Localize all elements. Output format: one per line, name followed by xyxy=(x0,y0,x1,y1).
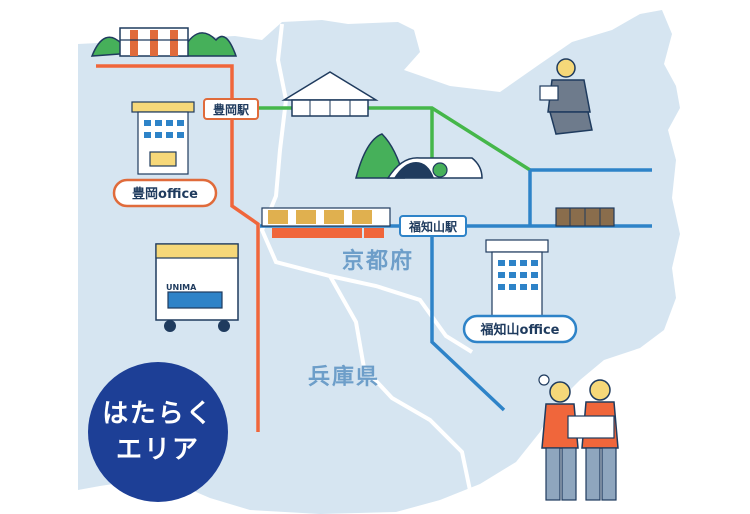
badge-line-2: エリア xyxy=(116,435,200,465)
region-label-hyogo: 兵庫県 xyxy=(308,364,380,390)
prefecture-border xyxy=(259,23,474,354)
rail-blue-2 xyxy=(430,226,506,412)
work-area-badge: はたらく エリア xyxy=(88,362,228,502)
truck-logo-text: UNIMA xyxy=(166,283,197,292)
rail-sleepers xyxy=(555,207,615,227)
station-label-fukuchiyama[interactable]: 福知山駅 xyxy=(399,215,467,237)
rail-orange xyxy=(96,64,260,432)
toyooka-office-building xyxy=(131,101,195,175)
station-house-illustration xyxy=(281,71,379,117)
dam-illustration xyxy=(90,27,238,57)
badge-line-1: はたらく xyxy=(102,399,213,429)
fukuchiyama-station-building xyxy=(261,207,391,238)
region-label-kyoto: 京都府 xyxy=(342,248,414,274)
office-label-fukuchiyama-text: 福知山office xyxy=(480,322,560,338)
maintenance-vehicle-illustration: UNIMA xyxy=(155,243,239,332)
office-label-fukuchiyama[interactable]: 福知山office xyxy=(462,314,578,344)
prefecture-border-2 xyxy=(328,275,474,501)
office-label-toyooka[interactable]: 豊岡office xyxy=(112,178,218,208)
station-label-toyooka[interactable]: 豊岡駅 xyxy=(203,98,259,120)
worker-kneeling-illustration xyxy=(539,58,593,135)
station-label-toyooka-text: 豊岡駅 xyxy=(213,102,250,117)
station-label-fukuchiyama-text: 福知山駅 xyxy=(408,219,458,234)
tunnel-illustration xyxy=(355,133,483,179)
land-hyogo xyxy=(78,10,680,514)
workers-pair-illustration xyxy=(538,374,619,501)
office-label-toyooka-text: 豊岡office xyxy=(132,186,198,202)
fukuchiyama-office-building xyxy=(485,239,549,319)
